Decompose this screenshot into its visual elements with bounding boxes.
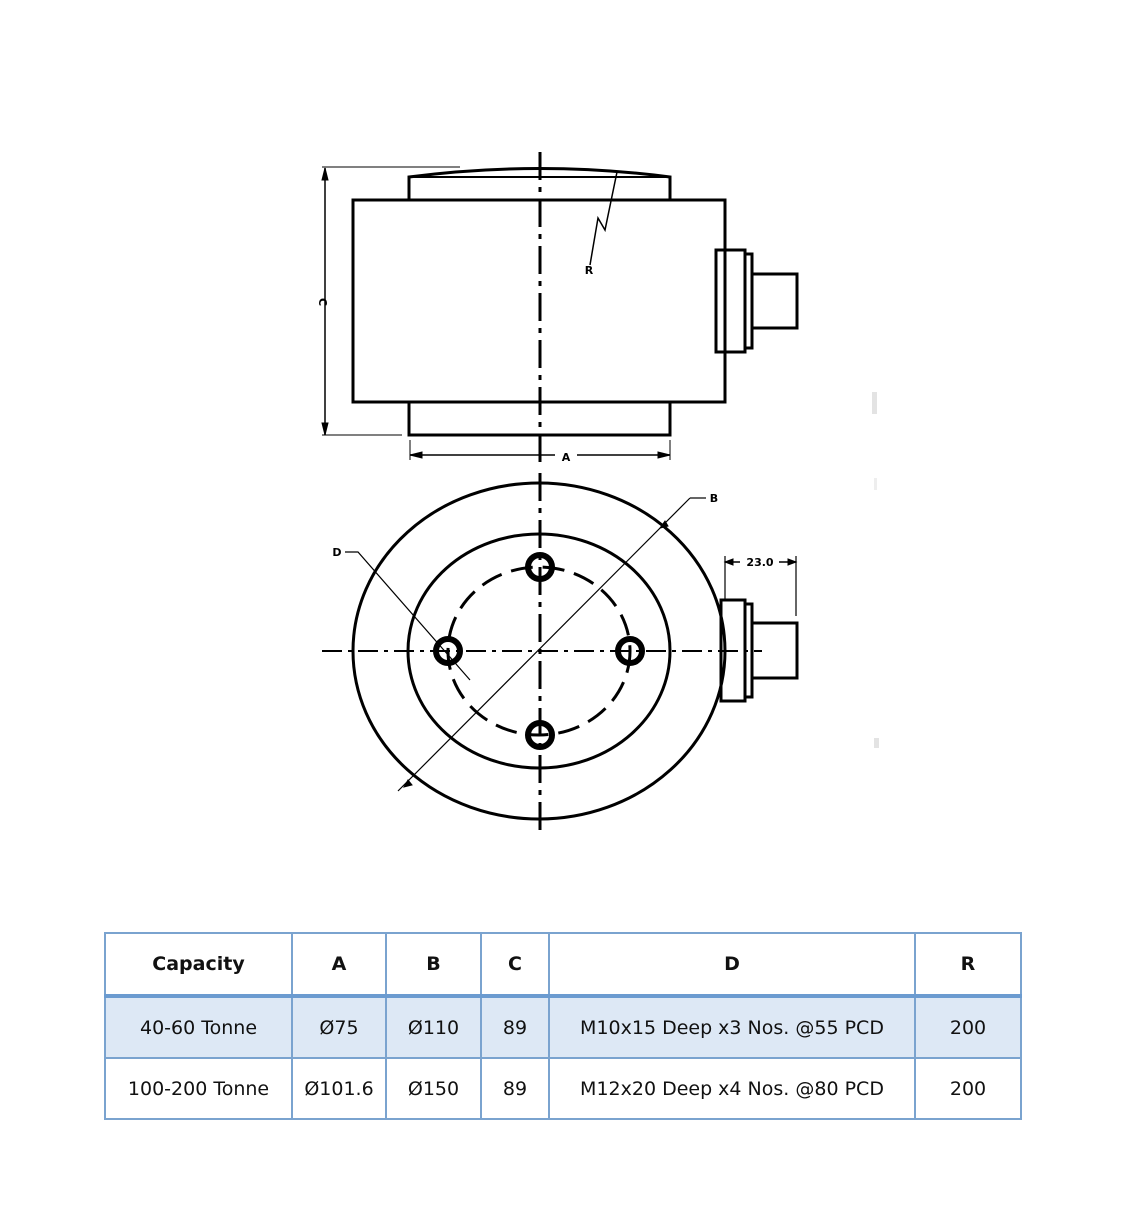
cell-r: 200 — [914, 995, 1022, 1059]
cell-a: Ø75 — [291, 995, 387, 1059]
cell-capacity: 100-200 Tonne — [104, 1057, 293, 1120]
header-b: B — [385, 932, 482, 997]
dim-label-c: C — [316, 298, 329, 306]
cell-capacity: 40-60 Tonne — [104, 995, 293, 1059]
cell-b: Ø110 — [385, 995, 482, 1059]
dim-label-r: R — [585, 264, 594, 277]
cell-r: 200 — [914, 1057, 1022, 1120]
top-view — [322, 473, 799, 835]
table-row: 40-60 Tonne Ø75 Ø110 89 M10x15 Deep x3 N… — [104, 995, 1022, 1059]
scan-artifact — [872, 392, 877, 414]
scan-artifact — [874, 478, 877, 490]
cell-a: Ø101.6 — [291, 1057, 387, 1120]
dim-label-d: D — [332, 546, 341, 559]
scan-artifact — [874, 738, 879, 748]
header-capacity: Capacity — [104, 932, 293, 997]
table-header-row: Capacity A B C D R — [104, 932, 1022, 997]
cell-d: M12x20 Deep x4 Nos. @80 PCD — [548, 1057, 916, 1120]
dim-label-b: B — [710, 492, 718, 505]
cell-b: Ø150 — [385, 1057, 482, 1120]
technical-drawing: C A R — [316, 152, 879, 835]
cell-d: M10x15 Deep x3 Nos. @55 PCD — [548, 995, 916, 1059]
dim-label-23: 23.0 — [746, 556, 773, 569]
header-r: R — [914, 932, 1022, 997]
table-row: 100-200 Tonne Ø101.6 Ø150 89 M12x20 Deep… — [104, 1057, 1022, 1120]
specification-table: Capacity A B C D R 40-60 Tonne Ø75 Ø110 … — [104, 932, 1022, 1120]
cell-c: 89 — [480, 995, 550, 1059]
side-view — [321, 152, 799, 468]
cell-c: 89 — [480, 1057, 550, 1120]
dim-label-a: A — [562, 451, 571, 464]
header-a: A — [291, 932, 387, 997]
header-c: C — [480, 932, 550, 997]
header-d: D — [548, 932, 916, 997]
load-cell-drawing: C A R — [316, 152, 799, 835]
